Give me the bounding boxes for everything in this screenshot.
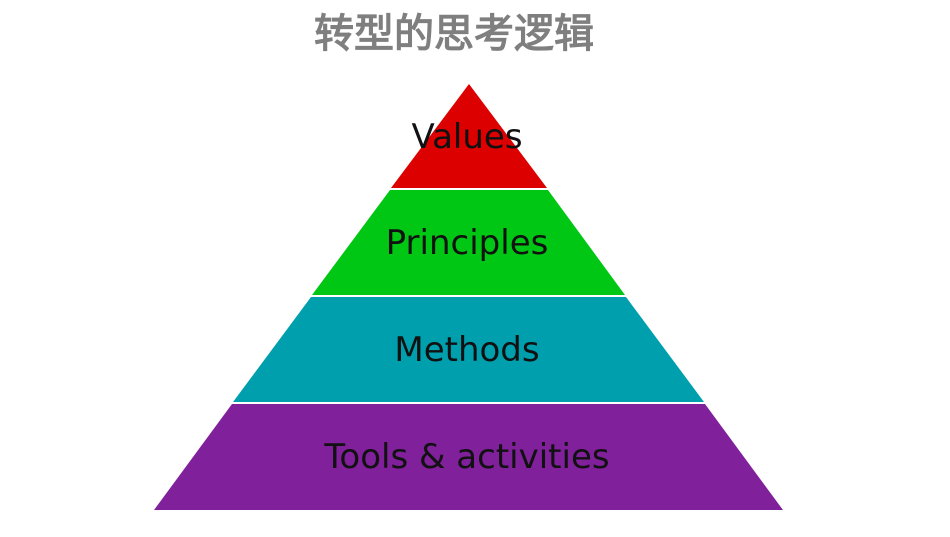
slide-title: 转型的思考逻辑 [314,11,594,57]
pyramid-layer-methods: Methods [233,297,704,402]
pyramid-layer-values: Values [391,84,547,188]
pyramid-layer-methods-shape [233,297,704,402]
pyramid-layer-values-shape [391,84,547,188]
pyramid-layer-principles: Principles [312,190,625,295]
pyramid-layer-principles-label: Principles [386,223,549,263]
pyramid-layer-tools-activities-label: Tools & activities [323,437,609,477]
pyramid-layer-tools-activities: Tools & activities [154,404,783,510]
pyramid-layer-values-label: Values [411,117,522,157]
pyramid-layer-tools-activities-shape [154,404,783,510]
pyramid-layer-principles-shape [312,190,625,295]
pyramid-layer-methods-label: Methods [394,330,539,370]
